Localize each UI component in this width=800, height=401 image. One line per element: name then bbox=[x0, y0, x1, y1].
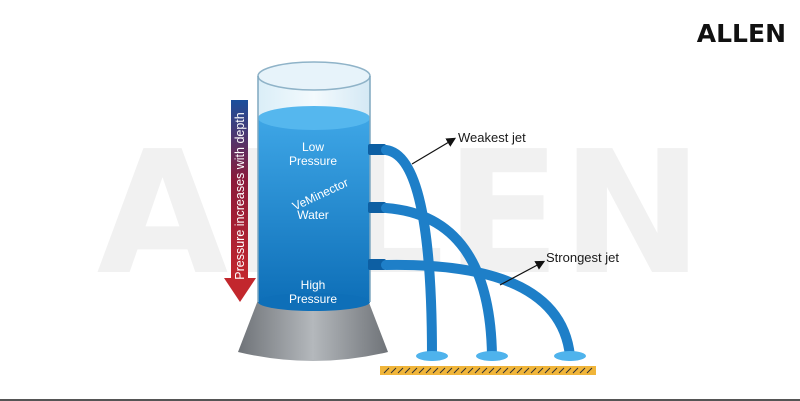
water-column bbox=[258, 118, 370, 302]
ground-hatch-mark bbox=[502, 367, 509, 374]
ground-hatch-mark bbox=[439, 367, 446, 374]
low-pressure-label-line1: Low bbox=[302, 140, 324, 154]
ground-hatch-mark bbox=[446, 367, 453, 374]
ground-hatch-mark bbox=[579, 367, 586, 374]
allen-logo: ALLEN bbox=[696, 19, 786, 48]
middle-jet bbox=[381, 203, 497, 361]
splash-strongest bbox=[554, 351, 586, 361]
ground-hatch-mark bbox=[488, 367, 495, 374]
ground-hatch-mark bbox=[404, 367, 411, 374]
bottom-nozzle bbox=[368, 259, 386, 270]
ground-hatch-mark bbox=[474, 367, 481, 374]
weakest-jet-label: Weakest jet bbox=[458, 130, 526, 145]
ground-hatch-mark bbox=[530, 367, 537, 374]
middle-nozzle bbox=[368, 202, 386, 213]
ground-hatch-mark bbox=[432, 367, 439, 374]
weakest-jet-pointer bbox=[411, 137, 457, 165]
top-nozzle bbox=[368, 144, 386, 155]
ground-hatch-mark bbox=[509, 367, 516, 374]
ground-hatch-mark bbox=[565, 367, 572, 374]
splash-weakest bbox=[416, 351, 448, 361]
pressure-depth-arrow: Pressure increases with depth bbox=[224, 100, 256, 302]
pressure-arrow-label: Pressure increases with depth bbox=[233, 112, 247, 279]
water-bottom bbox=[258, 293, 370, 311]
ground-hatch-mark bbox=[516, 367, 523, 374]
ground-hatch-mark bbox=[418, 367, 425, 374]
ground-hatch-mark bbox=[481, 367, 488, 374]
ground-hatch-mark bbox=[537, 367, 544, 374]
weakest-jet bbox=[381, 145, 437, 361]
strongest-jet bbox=[381, 259, 575, 361]
high-pressure-label-line1: High bbox=[301, 278, 326, 292]
ground-hatch-mark bbox=[383, 367, 390, 374]
ground-hatch-mark bbox=[467, 367, 474, 374]
ground-hatch-mark bbox=[397, 367, 404, 374]
splash-middle bbox=[476, 351, 508, 361]
tank-top-rim bbox=[257, 61, 371, 91]
ground-hatch-mark bbox=[572, 367, 579, 374]
ground-hatch-mark bbox=[453, 367, 460, 374]
bottom-border bbox=[0, 399, 800, 401]
tank-base bbox=[238, 300, 388, 361]
strongest-jet-pointer bbox=[499, 260, 546, 286]
ground-hatch-mark bbox=[411, 367, 418, 374]
ground-hatch-mark bbox=[523, 367, 530, 374]
ground-hatch-mark bbox=[425, 367, 432, 374]
ground-hatch-mark bbox=[390, 367, 397, 374]
ground-hatch-mark bbox=[558, 367, 565, 374]
water-label: Water bbox=[297, 208, 329, 222]
ground-hatch-mark bbox=[460, 367, 467, 374]
water-surface bbox=[258, 106, 370, 130]
ground-hatch-mark bbox=[495, 367, 502, 374]
ground-hatch-mark bbox=[544, 367, 551, 374]
high-pressure-label-line2: Pressure bbox=[289, 292, 337, 306]
ground-strip bbox=[380, 366, 596, 375]
strongest-jet-label: Strongest jet bbox=[546, 250, 619, 265]
ground-hatch-mark bbox=[586, 367, 593, 374]
low-pressure-label-line2: Pressure bbox=[289, 154, 337, 168]
ground-hatch-mark bbox=[551, 367, 558, 374]
